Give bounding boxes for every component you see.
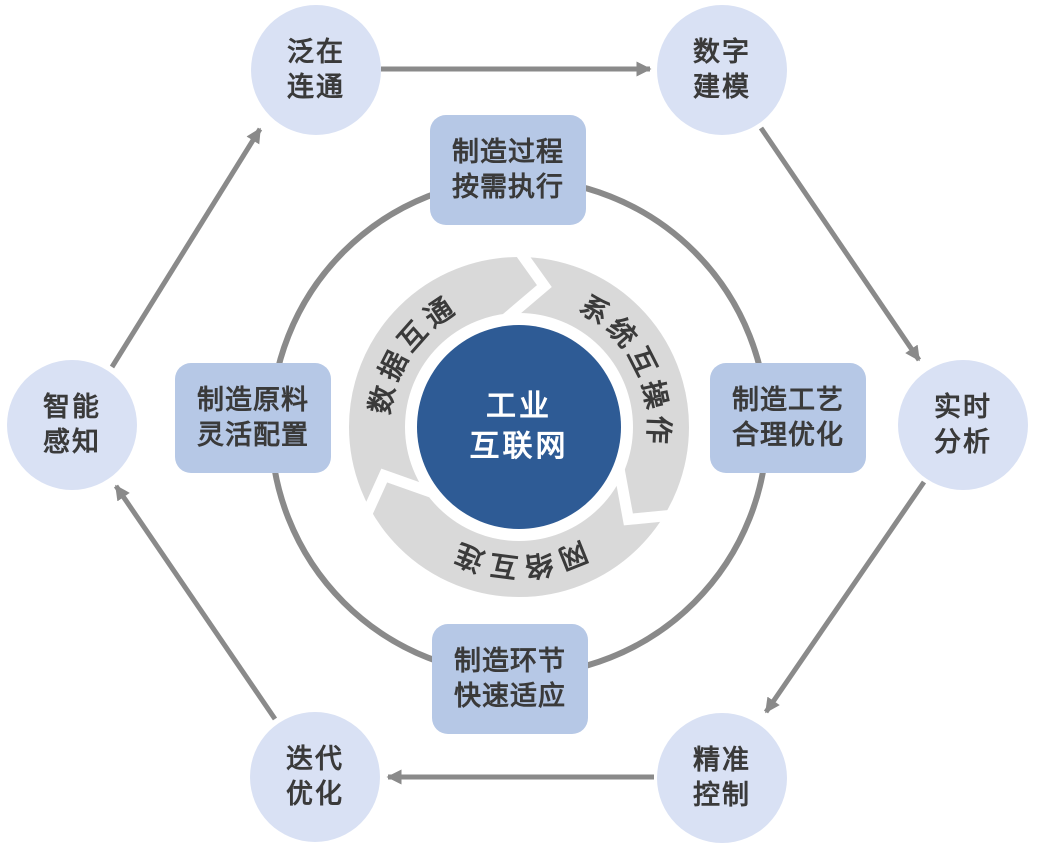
box-material-flexible: 制造原料 灵活配置 [175,363,331,473]
node-iterative-optimization: 迭代 优化 [250,712,380,842]
center-core-circle [417,325,621,529]
box-link-fast-adapt: 制造环节 快速适应 [432,624,588,734]
ring-chevron-gaps [358,241,679,526]
node-intelligent-sensing: 智能 感知 [7,360,137,490]
cycle-arrows [109,61,927,785]
node-ubiquitous-connection: 泛在 连通 [251,5,381,135]
box-process-on-demand: 制造过程 按需执行 [430,115,586,225]
center-core-label: 工业 互联网 [469,389,569,464]
box-craft-optimization: 制造工艺 合理优化 [710,363,866,473]
arrow-optimization-to-sensing-icon [113,484,278,721]
node-realtime-analysis: 实时 分析 [898,360,1028,490]
arrow-sensing-to-ubiquitous-icon [109,127,263,369]
arrow-modeling-to-analysis-icon [758,126,922,362]
node-precise-control: 精准 控制 [657,713,787,843]
chevron-gap-icon [502,241,552,323]
chevron-gap-icon [613,469,679,526]
chevron-gap-icon [358,468,434,524]
rotation-ring [349,257,689,597]
node-digital-modeling: 数字 建模 [657,5,787,135]
arrow-analysis-to-control-icon [763,480,927,714]
